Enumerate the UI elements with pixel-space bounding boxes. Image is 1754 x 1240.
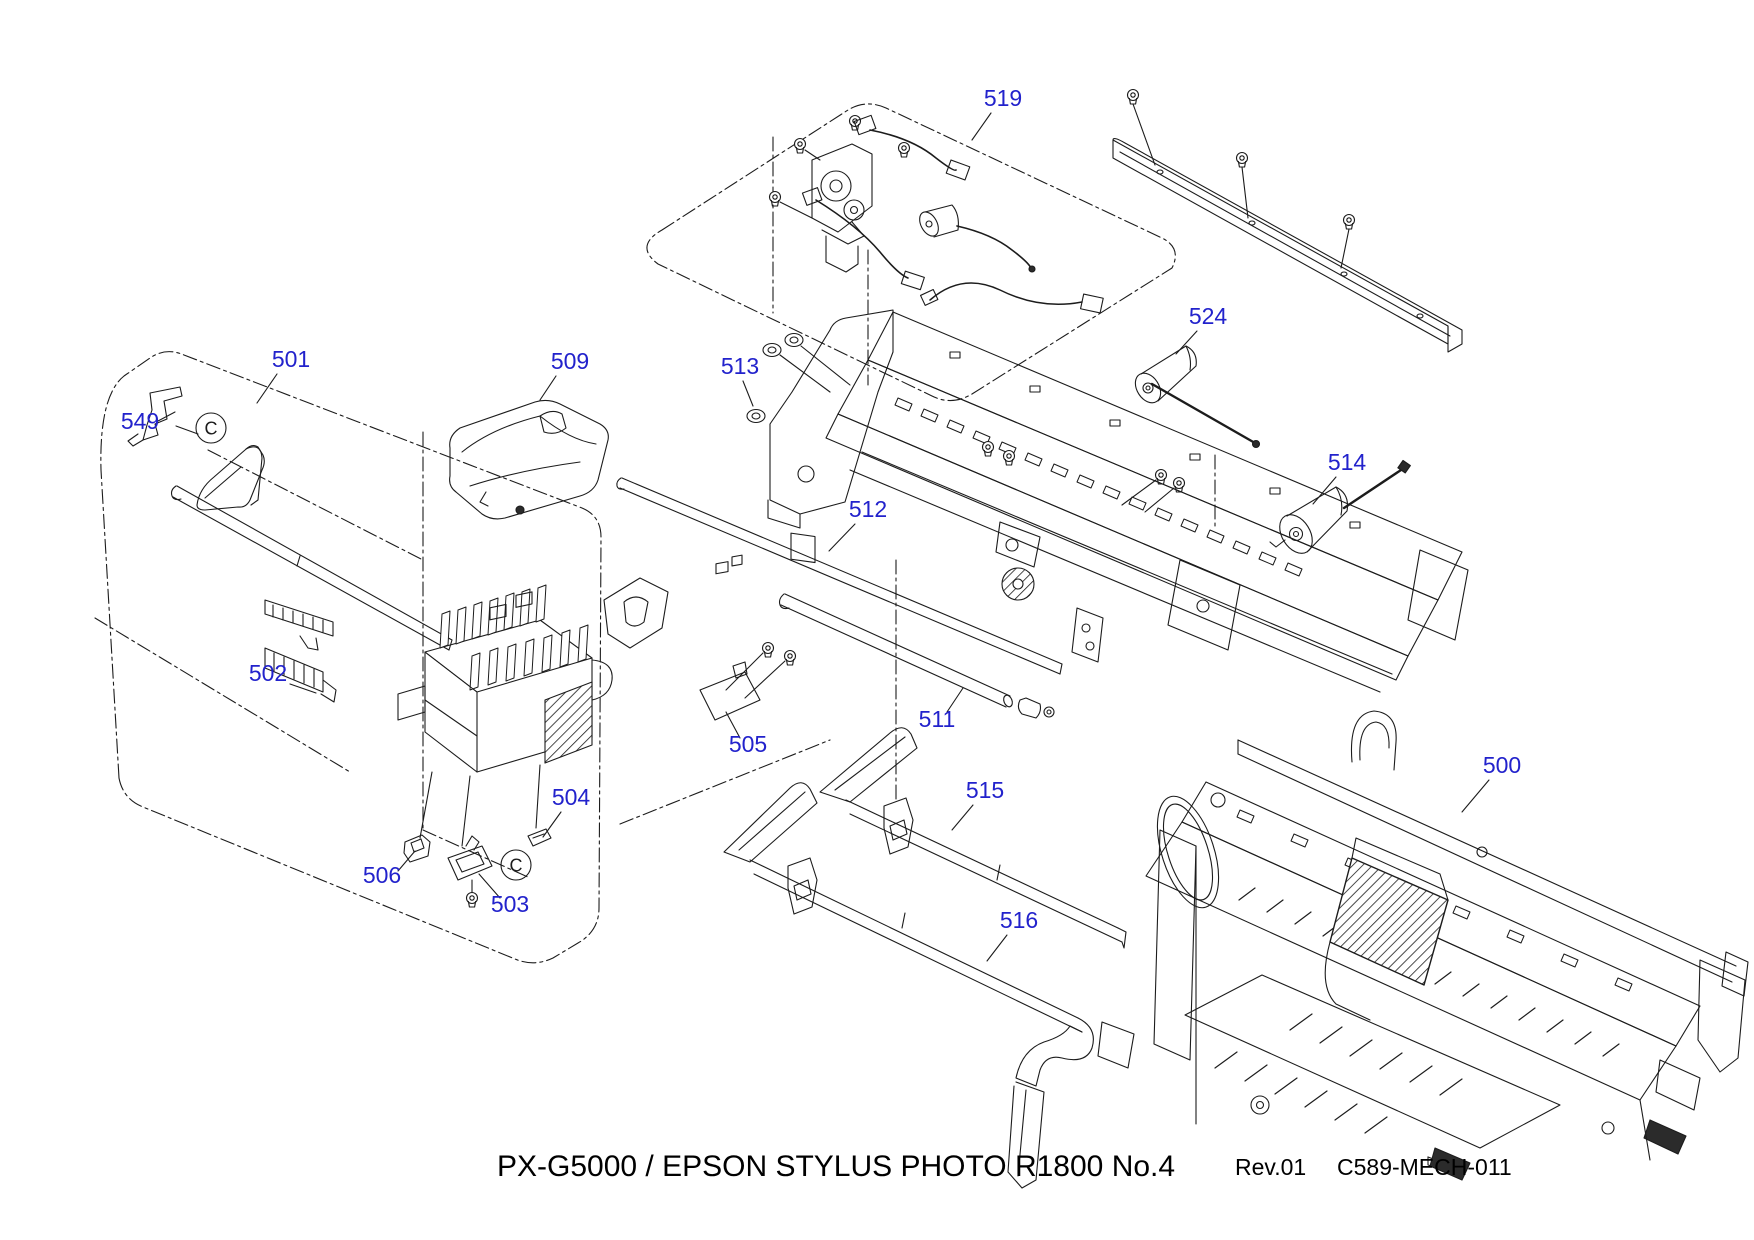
upper-paper-guide-bar bbox=[1112, 88, 1463, 353]
leader-line-506 bbox=[397, 850, 416, 872]
guide-line bbox=[207, 449, 424, 561]
part-label-515: 515 bbox=[966, 777, 1004, 803]
leader-line-512 bbox=[828, 523, 856, 552]
leader-line-500 bbox=[1461, 779, 1490, 813]
printhead-cover-509 bbox=[449, 399, 609, 520]
leader-line-549 bbox=[157, 411, 176, 422]
guide-line bbox=[422, 829, 531, 879]
leader-line-519 bbox=[971, 112, 992, 141]
paper-guide-rail-515 bbox=[819, 727, 1127, 949]
diagram-artwork bbox=[127, 88, 1749, 1189]
leader-line-514 bbox=[1312, 476, 1337, 505]
detail-marker-circle-1 bbox=[500, 849, 532, 881]
leader-line-504 bbox=[542, 811, 562, 838]
pump-motor-514 bbox=[1269, 459, 1411, 554]
fastener-plate-503 bbox=[447, 835, 493, 908]
part-label-524: 524 bbox=[1189, 303, 1228, 329]
leader-line-516 bbox=[986, 934, 1008, 962]
leader-line-505 bbox=[725, 711, 741, 739]
leader-line-502 bbox=[289, 683, 317, 694]
detail-marker-letter-1: C bbox=[510, 856, 523, 876]
part-label-501: 501 bbox=[272, 346, 310, 372]
revision-text: Rev.01 bbox=[1235, 1154, 1306, 1180]
part-label-500: 500 bbox=[1483, 752, 1521, 778]
part-label-509: 509 bbox=[551, 348, 589, 374]
part-label-514: 514 bbox=[1328, 449, 1367, 475]
grounding-spring-549 bbox=[127, 386, 199, 447]
boundary-501 bbox=[100, 351, 602, 964]
main-frame-assembly bbox=[762, 282, 1469, 1171]
leader-line-513 bbox=[742, 380, 754, 407]
holder-clip-506 bbox=[403, 834, 431, 863]
guide-line bbox=[619, 739, 831, 825]
bushing-513 bbox=[746, 408, 766, 424]
timing-belt-racks-502 bbox=[264, 599, 337, 703]
cable-holder-bracket bbox=[603, 577, 669, 649]
pw-sensor-505 bbox=[699, 554, 797, 721]
part-label-516: 516 bbox=[1000, 907, 1038, 933]
part-number-labels: 500 501 502 503 504 505 506 509 511 512 513 514 515 5… bbox=[121, 85, 1521, 962]
part-label-549: 549 bbox=[121, 408, 159, 434]
slide-rail bbox=[170, 485, 453, 651]
guide-line bbox=[94, 617, 351, 773]
carriage-guide-shaft-512 bbox=[616, 477, 1063, 675]
printer-mechanism-500 bbox=[1097, 710, 1749, 1181]
leader-line-501 bbox=[256, 373, 278, 404]
paper-guide-rail-516 bbox=[723, 782, 1094, 1189]
doc-code-text: C589-MECH-011 bbox=[1337, 1154, 1512, 1180]
clip-504 bbox=[527, 828, 552, 847]
part-label-506: 506 bbox=[363, 862, 401, 888]
part-label-504: 504 bbox=[552, 784, 591, 810]
part-label-512: 512 bbox=[849, 496, 887, 522]
leader-line-524 bbox=[1175, 330, 1198, 355]
leader-line-503 bbox=[478, 873, 501, 899]
leader-line-509 bbox=[539, 375, 557, 401]
title-block: PX-G5000 / EPSON STYLUS PHOTO R1800 No.4… bbox=[497, 1150, 1512, 1183]
asf-motor-524 bbox=[1134, 345, 1261, 449]
paper-feed-roller-511 bbox=[778, 593, 1055, 719]
part-label-503: 503 bbox=[491, 891, 529, 917]
assembly-boundaries bbox=[94, 103, 1216, 964]
paper-support-dish bbox=[196, 444, 265, 511]
boundary-519 bbox=[646, 103, 1176, 402]
pf-motor-assembly-519 bbox=[768, 114, 1036, 291]
part-label-505: 505 bbox=[729, 731, 767, 757]
detail-marker-circle-0 bbox=[195, 412, 227, 444]
leader-line-515 bbox=[951, 804, 974, 831]
part-label-519: 519 bbox=[984, 85, 1022, 111]
detail-marker-letter-0: C bbox=[205, 419, 218, 439]
part-label-502: 502 bbox=[249, 660, 287, 686]
part-label-511: 511 bbox=[919, 706, 956, 732]
printhead-carriage-unit bbox=[397, 584, 613, 847]
diagram-title: PX-G5000 / EPSON STYLUS PHOTO R1800 No.4 bbox=[497, 1150, 1175, 1183]
leader-line-511 bbox=[946, 687, 964, 713]
part-label-513: 513 bbox=[721, 353, 759, 379]
